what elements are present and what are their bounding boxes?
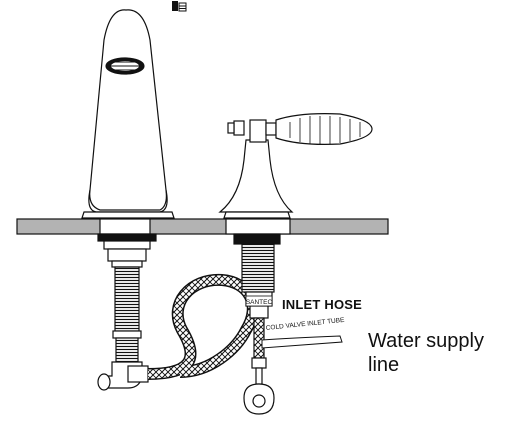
spout bbox=[81, 9, 175, 219]
water-supply-line-label: Water supply line bbox=[368, 329, 484, 377]
countertop bbox=[16, 218, 389, 235]
cold-valve bbox=[218, 113, 373, 219]
tube-tag: COLD VALVE INLET TUBE bbox=[265, 317, 345, 332]
brand-tag-box bbox=[245, 295, 273, 307]
spout-shank bbox=[97, 233, 157, 391]
inlet-hose-label: INLET HOSE bbox=[282, 297, 363, 312]
braided-hose bbox=[147, 273, 259, 380]
tool-icon bbox=[172, 1, 187, 12]
brand-tag: SANTEC bbox=[246, 299, 273, 306]
water-supply-label-line-1: Water supply bbox=[368, 330, 484, 352]
water-supply-label-line-2: line bbox=[368, 354, 400, 376]
